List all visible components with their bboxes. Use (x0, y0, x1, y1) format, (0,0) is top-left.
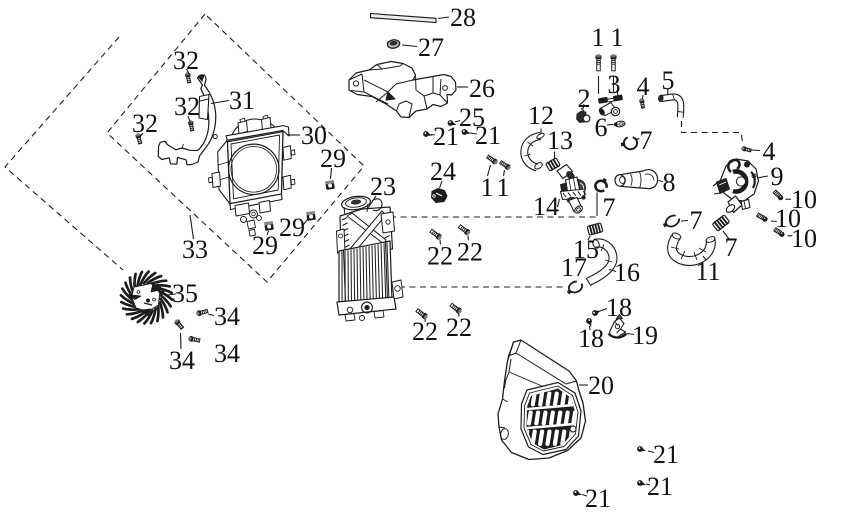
svg-text:19: 19 (632, 321, 658, 350)
svg-text:11: 11 (695, 257, 720, 286)
svg-text:13: 13 (547, 126, 573, 155)
svg-text:23: 23 (370, 172, 396, 201)
svg-text:32: 32 (173, 46, 199, 75)
svg-text:3: 3 (608, 70, 621, 99)
svg-text:1: 1 (611, 23, 624, 52)
svg-text:22: 22 (446, 313, 472, 342)
svg-text:27: 27 (418, 33, 444, 62)
svg-text:17: 17 (561, 253, 587, 282)
svg-text:32: 32 (132, 109, 158, 138)
svg-text:4: 4 (763, 137, 776, 166)
svg-text:29: 29 (252, 231, 278, 260)
svg-text:7: 7 (690, 206, 703, 235)
svg-text:16: 16 (614, 258, 640, 287)
svg-text:22: 22 (412, 317, 438, 346)
svg-text:21: 21 (647, 472, 673, 501)
svg-text:1: 1 (592, 23, 605, 52)
svg-text:18: 18 (578, 324, 604, 353)
svg-text:30: 30 (301, 121, 327, 150)
svg-text:12: 12 (528, 101, 554, 130)
svg-text:21: 21 (585, 484, 611, 512)
svg-text:4: 4 (637, 72, 650, 101)
svg-text:24: 24 (430, 157, 456, 186)
svg-text:2: 2 (578, 84, 591, 113)
svg-text:1: 1 (481, 173, 494, 202)
svg-text:21: 21 (475, 121, 501, 150)
svg-text:35: 35 (172, 279, 198, 308)
svg-text:14: 14 (533, 192, 559, 221)
svg-text:6: 6 (595, 113, 608, 142)
svg-text:7: 7 (640, 126, 653, 155)
svg-text:34: 34 (214, 339, 240, 368)
svg-text:22: 22 (427, 241, 453, 270)
svg-text:33: 33 (182, 235, 208, 264)
svg-text:29: 29 (320, 144, 346, 173)
svg-text:31: 31 (229, 86, 255, 115)
svg-text:21: 21 (653, 440, 679, 469)
svg-text:34: 34 (214, 302, 240, 331)
svg-text:25: 25 (459, 103, 485, 132)
svg-text:7: 7 (725, 233, 738, 262)
svg-text:1: 1 (497, 173, 510, 202)
svg-text:5: 5 (662, 66, 675, 95)
svg-text:20: 20 (588, 371, 614, 400)
svg-text:26: 26 (469, 74, 495, 103)
svg-text:32: 32 (174, 92, 200, 121)
svg-text:28: 28 (450, 3, 476, 32)
svg-text:7: 7 (603, 193, 616, 222)
svg-text:21: 21 (433, 122, 459, 151)
svg-text:29: 29 (279, 213, 305, 242)
svg-text:34: 34 (169, 346, 195, 375)
svg-text:10: 10 (791, 224, 817, 253)
svg-text:8: 8 (663, 168, 676, 197)
svg-text:10: 10 (775, 204, 801, 233)
svg-text:22: 22 (457, 237, 483, 266)
svg-text:9: 9 (771, 162, 784, 191)
svg-text:10: 10 (791, 185, 817, 214)
